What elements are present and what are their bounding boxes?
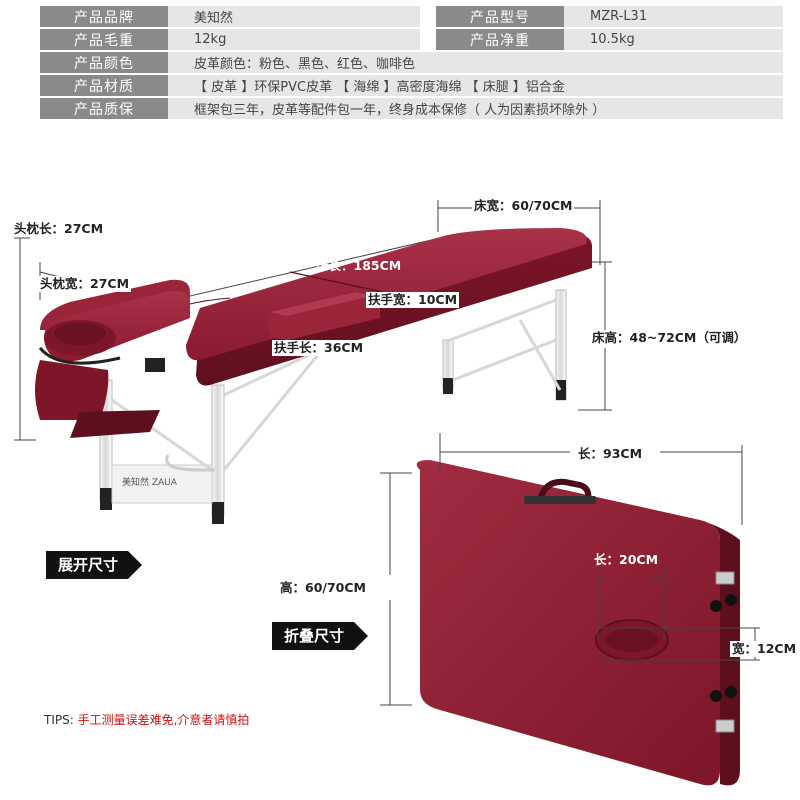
dim-armrest-width: 扶手宽：10CM [366,292,460,308]
tips-label: TIPS: [44,713,78,727]
spec-value: 皮革颜色：粉色、黑色、红色、咖啡色 [168,52,783,73]
spec-value: 美知然 [168,6,420,27]
spec-label: 产品毛重 [40,29,168,50]
spec-row-brand: 产品品牌 美知然 产品型号 MZR-L31 [40,6,783,27]
spec-label: 产品品牌 [40,6,168,27]
spec-value: 10.5kg [564,29,783,50]
folded-case [416,460,740,786]
dim-bed-height: 床高：48~72CM（可调） [590,330,749,346]
dim-folded-height: 高：60/70CM [278,580,368,596]
badge-unfolded-size: 展开尺寸 [46,551,143,579]
spec-value: MZR-L31 [564,6,783,27]
dim-bed-length: 床长：185CM [316,258,402,273]
spec-row-color: 产品颜色 皮革颜色：粉色、黑色、红色、咖啡色 [40,52,783,73]
dim-headrest-length: 头枕长：27CM [12,221,106,237]
dim-headrest-width: 头枕宽：27CM [38,276,132,292]
leg-logo: 美知然 ZAUA [122,476,178,488]
spec-label: 产品净重 [436,29,564,50]
spec-value: 【 皮革 】环保PVC皮革 【 海绵 】高密度海绵 【 床腿 】铝合金 [168,75,783,96]
dim-folded-length: 长：93CM [576,446,645,462]
spec-value: 框架包三年，皮革等配件包一年，终身成本保修（ 人为因素损坏除外 ） [168,98,783,119]
tips-note: 手工测量误差难免,介意者请慎拍 [77,713,250,727]
badge-folded-size: 折叠尺寸 [272,622,369,650]
dim-armrest-length: 扶手长：36CM [272,340,366,356]
headrest [35,279,190,438]
dim-bed-width: 床宽：60/70CM [472,198,575,214]
spec-value: 12kg [168,29,420,50]
spec-label: 产品型号 [436,6,564,27]
tips-text: TIPS: 手工测量误差难免,介意者请慎拍 [44,711,249,728]
spec-label: 产品材质 [40,75,168,96]
spec-label: 产品质保 [40,98,168,119]
dim-hole-width: 宽：12CM [730,641,799,657]
spec-row-weight: 产品毛重 12kg 产品净重 10.5kg [40,29,783,50]
spec-table: 产品品牌 美知然 产品型号 MZR-L31 产品毛重 12kg 产品净重 10.… [40,4,783,121]
spec-row-material: 产品材质 【 皮革 】环保PVC皮革 【 海绵 】高密度海绵 【 床腿 】铝合金 [40,75,783,96]
spec-label: 产品颜色 [40,52,168,73]
dim-hole-length: 长：20CM [594,552,659,567]
spec-row-warranty: 产品质保 框架包三年，皮革等配件包一年，终身成本保修（ 人为因素损坏除外 ） [40,98,783,119]
armrest [266,292,380,340]
